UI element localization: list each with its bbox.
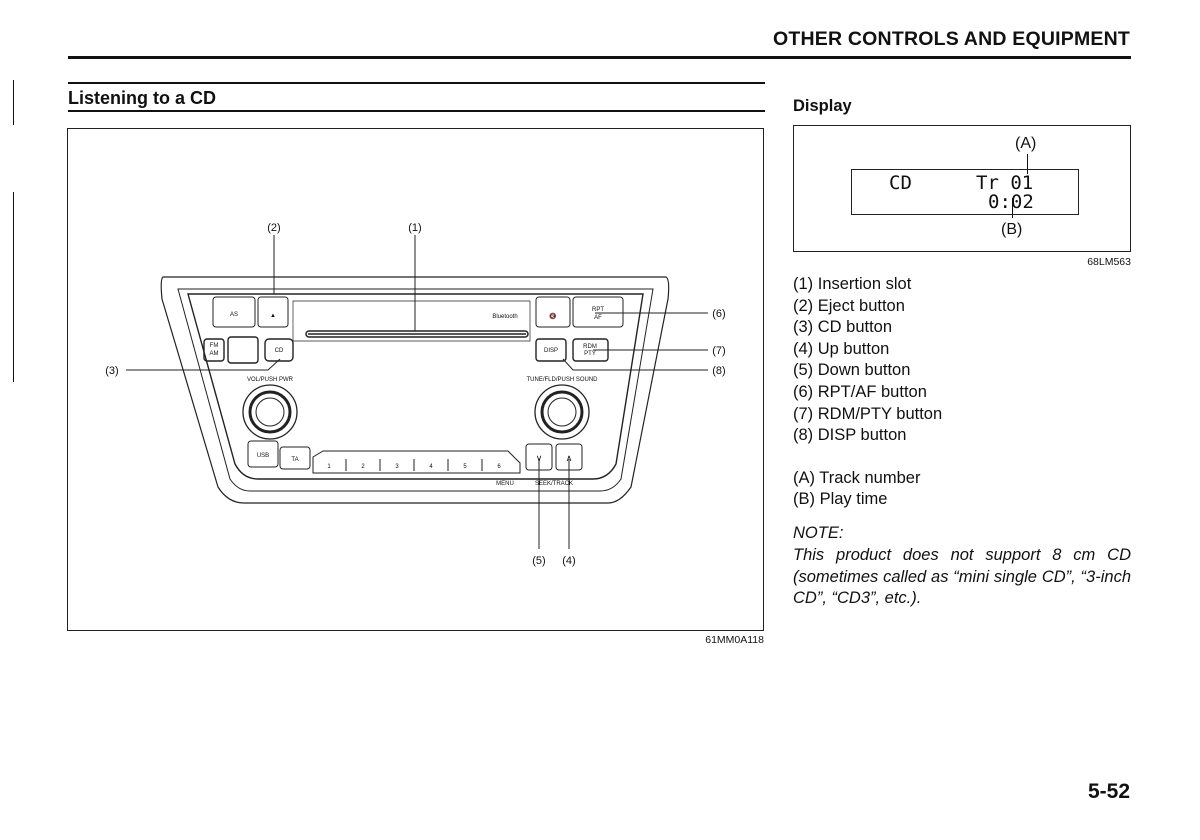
list-item: (A) Track number [793,468,921,487]
left-margin-line [13,80,14,125]
pty-label[interactable]: PTY [584,351,596,357]
callout-5: (5) [532,555,545,567]
preset-4[interactable]: 4 [429,464,433,470]
preset-5[interactable]: 5 [463,464,467,470]
preset-2[interactable]: 2 [361,464,365,470]
list-item: (3) CD button [793,318,893,337]
left-margin-line-2 [13,192,14,382]
seek-track-label: SEEK/TRACK [535,481,573,487]
legend-list: (1) Insertion slot (2) Eject button (3) … [793,274,942,511]
figure-code-display: 68LM563 [1087,256,1131,268]
as-button-label[interactable]: AS [230,312,238,318]
callout-2: (2) [267,222,280,234]
callout-line-a [1027,154,1028,174]
callout-line-b [1012,198,1013,218]
callout-7: (7) [712,345,725,357]
callout-6: (6) [712,308,725,320]
af-label[interactable]: AF [594,315,602,321]
vol-knob-label: VOL/PUSH PWR [247,377,294,383]
callout-8: (8) [712,365,725,377]
label-a: (A) [1015,135,1037,152]
fm-label[interactable]: FM [210,343,219,349]
list-item: (4) Up button [793,339,890,358]
display-figure: (A) CD Tr 01 0:02 (B) [793,125,1131,252]
list-item: (7) RDM/PTY button [793,404,943,423]
note-text: This product does not support 8 cm CD (s… [793,546,1131,608]
note-label: NOTE: [793,524,844,542]
tune-knob-label: TUNE/FLD/PUSH SOUND [526,377,598,383]
rdm-label[interactable]: RDM [583,344,597,350]
preset-6[interactable]: 6 [497,464,501,470]
header-rule [68,56,1131,59]
callout-3: (3) [105,365,118,377]
list-item: (2) Eject button [793,296,905,315]
down-button-icon[interactable]: ∨ [536,453,543,463]
am-label[interactable]: AM [210,351,219,357]
radio-illustration: (2) (1) (3) (6) (7) (8) (5) (4) AS ▲ Blu… [105,222,725,567]
callout-1: (1) [408,222,421,234]
figure-code-main: 61MM0A118 [705,634,764,646]
list-item: (B) Play time [793,490,888,509]
page-number: 5-52 [1087,780,1130,803]
lcd-source: CD [889,172,912,194]
bluetooth-icon: Bluetooth [492,314,517,320]
callout-4: (4) [562,555,575,567]
list-item: (6) RPT/AF button [793,382,927,401]
usb-label[interactable]: USB [257,453,269,459]
preset-1[interactable]: 1 [327,464,331,470]
up-button-icon[interactable]: ∧ [566,453,573,463]
heading-rule-bottom [68,110,765,112]
lcd-screen: CD Tr 01 0:02 [851,169,1079,215]
list-item: (5) Down button [793,361,911,380]
preset-3[interactable]: 3 [395,464,399,470]
lcd-time: 0:02 [988,191,1034,213]
ta-label[interactable]: TA [291,457,298,463]
heading-rule-top [68,82,765,84]
radio-figure: (2) (1) (3) (6) (7) (8) (5) (4) AS ▲ Blu… [67,128,764,631]
disp-button-label[interactable]: DISP [544,348,558,354]
cd-button-label[interactable]: CD [275,348,284,354]
eject-icon[interactable]: ▲ [270,313,276,319]
mute-icon[interactable]: 🔇 [549,312,557,320]
list-item: (8) DISP button [793,426,907,445]
section-title: OTHER CONTROLS AND EQUIPMENT [773,28,1130,50]
rpt-label[interactable]: RPT [592,307,604,313]
display-heading: Display [793,97,852,115]
menu-label: MENU [496,481,514,487]
section-heading: Listening to a CD [68,88,216,108]
list-item: (1) Insertion slot [793,275,912,293]
lcd-track: Tr 01 [976,172,1034,194]
label-b: (B) [1001,221,1023,238]
